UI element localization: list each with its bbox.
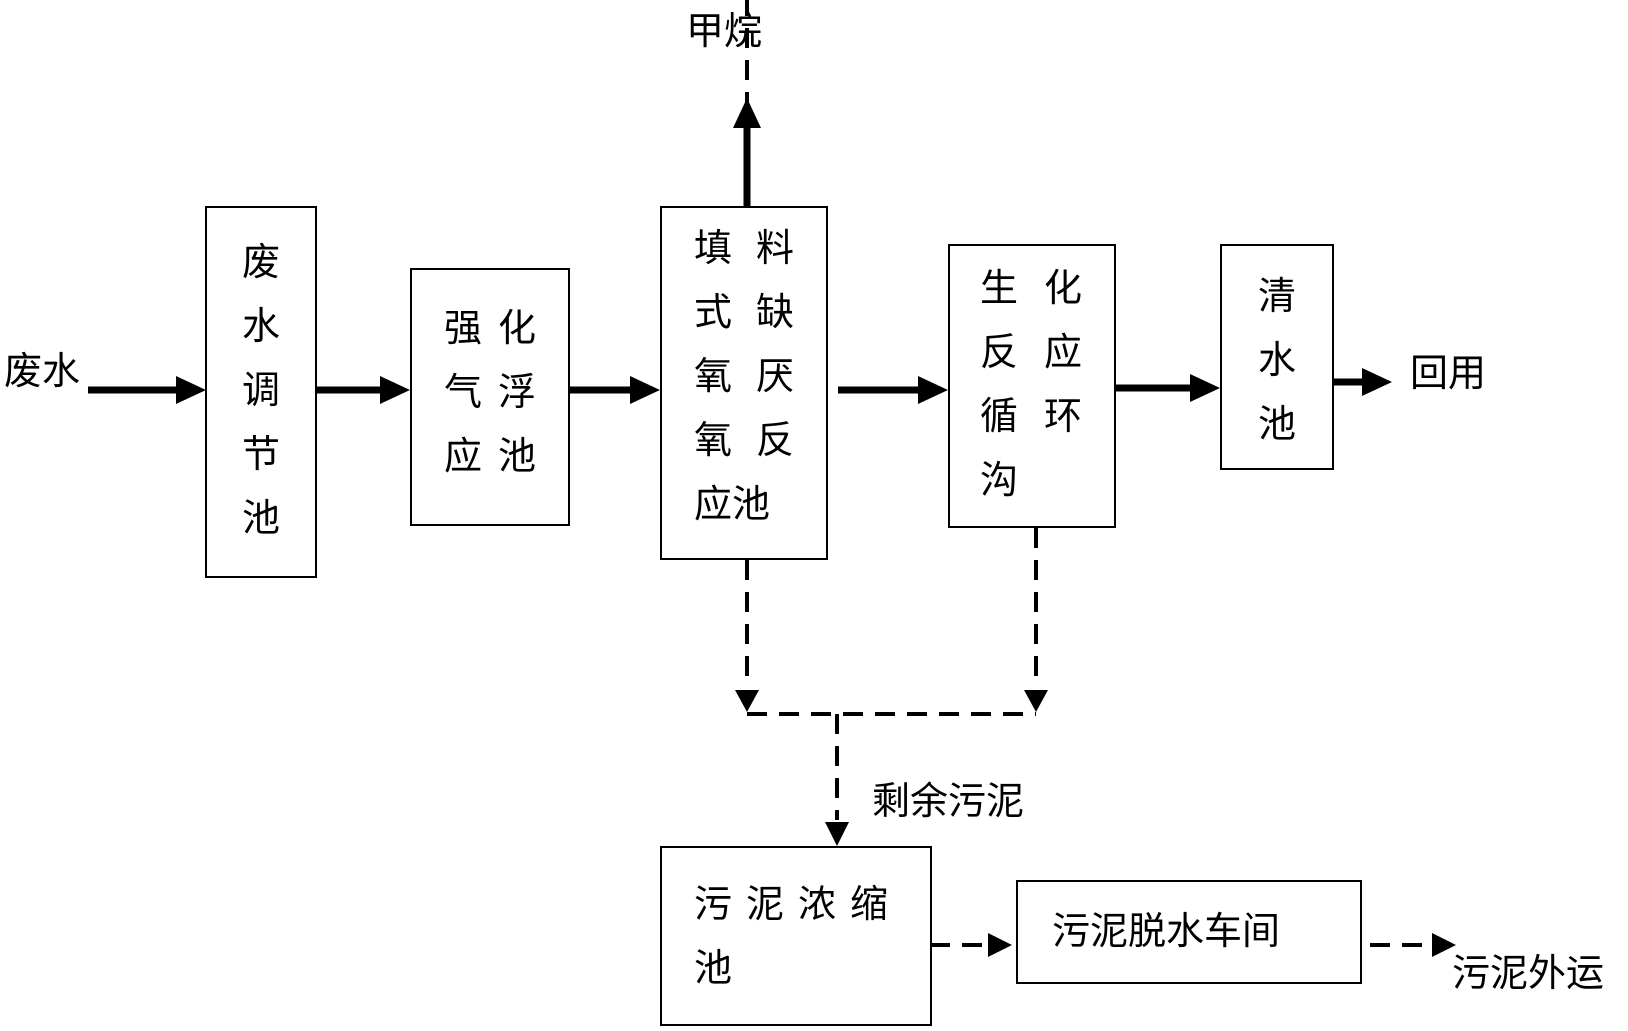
sludge-out-label: 污泥外运 <box>1452 951 1605 995</box>
regulating-char: 废 <box>241 240 280 284</box>
anaerobic-tank-box: 填料 式缺 氧厌 氧反 应池 <box>660 206 828 560</box>
anaerobic-line: 氧厌 <box>694 354 819 398</box>
regulating-tank-box: 废 水 调 节 池 <box>205 206 317 578</box>
flotation-tank-box: 强化 气浮 应池 <box>410 268 570 526</box>
arrowhead-to-dewatering <box>988 933 1012 957</box>
arrowhead-to-sludge-out <box>1432 933 1456 957</box>
clear-char: 清 <box>1257 274 1296 318</box>
thickener-line: 污泥浓缩 <box>694 882 903 926</box>
clear-tank-text: 清 水 池 <box>1222 264 1332 456</box>
sludge-arrowheads <box>735 690 1456 957</box>
thickener-box: 污泥浓缩 池 <box>660 846 932 1026</box>
bio-ditch-line: 生化 <box>980 266 1109 310</box>
thickener-text: 污泥浓缩 池 <box>694 872 902 1000</box>
bio-ditch-line: 反应 <box>980 330 1109 374</box>
regulating-char: 节 <box>241 432 280 476</box>
flotation-line: 应池 <box>444 434 553 478</box>
thickener-line: 池 <box>694 946 747 990</box>
bio-ditch-text: 生化 反应 循环 沟 <box>980 256 1108 512</box>
anaerobic-line: 式缺 <box>694 290 819 334</box>
flow-arrows <box>88 98 1392 404</box>
reuse-label: 回用 <box>1410 351 1487 395</box>
excess-sludge-label: 剩余污泥 <box>872 779 1025 823</box>
regulating-tank-text: 废 水 调 节 池 <box>207 230 315 550</box>
bio-ditch-line: 沟 <box>980 458 1045 502</box>
bio-ditch-line: 循环 <box>980 394 1109 438</box>
flotation-line: 强化 <box>444 306 553 350</box>
regulating-char: 池 <box>241 496 280 540</box>
sludge-lines <box>745 0 1432 947</box>
dewatering-text: 污泥脱水车间 <box>1052 909 1281 953</box>
anaerobic-line: 氧反 <box>694 418 819 462</box>
clear-tank-box: 清 水 池 <box>1220 244 1334 470</box>
flotation-line: 气浮 <box>444 370 553 414</box>
methane-label: 甲烷 <box>686 9 763 53</box>
anaerobic-line: 应池 <box>694 482 771 526</box>
arrowhead-to-thickener <box>825 822 849 846</box>
arrowhead-anaerobic-down <box>735 690 759 712</box>
dewatering-box: 污泥脱水车间 <box>1016 880 1362 984</box>
clear-char: 水 <box>1257 338 1296 382</box>
regulating-char: 调 <box>241 368 280 412</box>
anaerobic-tank-text: 填料 式缺 氧厌 氧反 应池 <box>694 216 818 536</box>
arrowhead-bioditch-down <box>1024 690 1048 712</box>
regulating-char: 水 <box>241 304 280 348</box>
flotation-tank-text: 强化 气浮 应池 <box>444 296 552 488</box>
bio-ditch-box: 生化 反应 循环 沟 <box>948 244 1116 528</box>
anaerobic-line: 填料 <box>694 226 819 270</box>
clear-char: 池 <box>1257 402 1296 446</box>
input-label: 废水 <box>4 349 81 393</box>
